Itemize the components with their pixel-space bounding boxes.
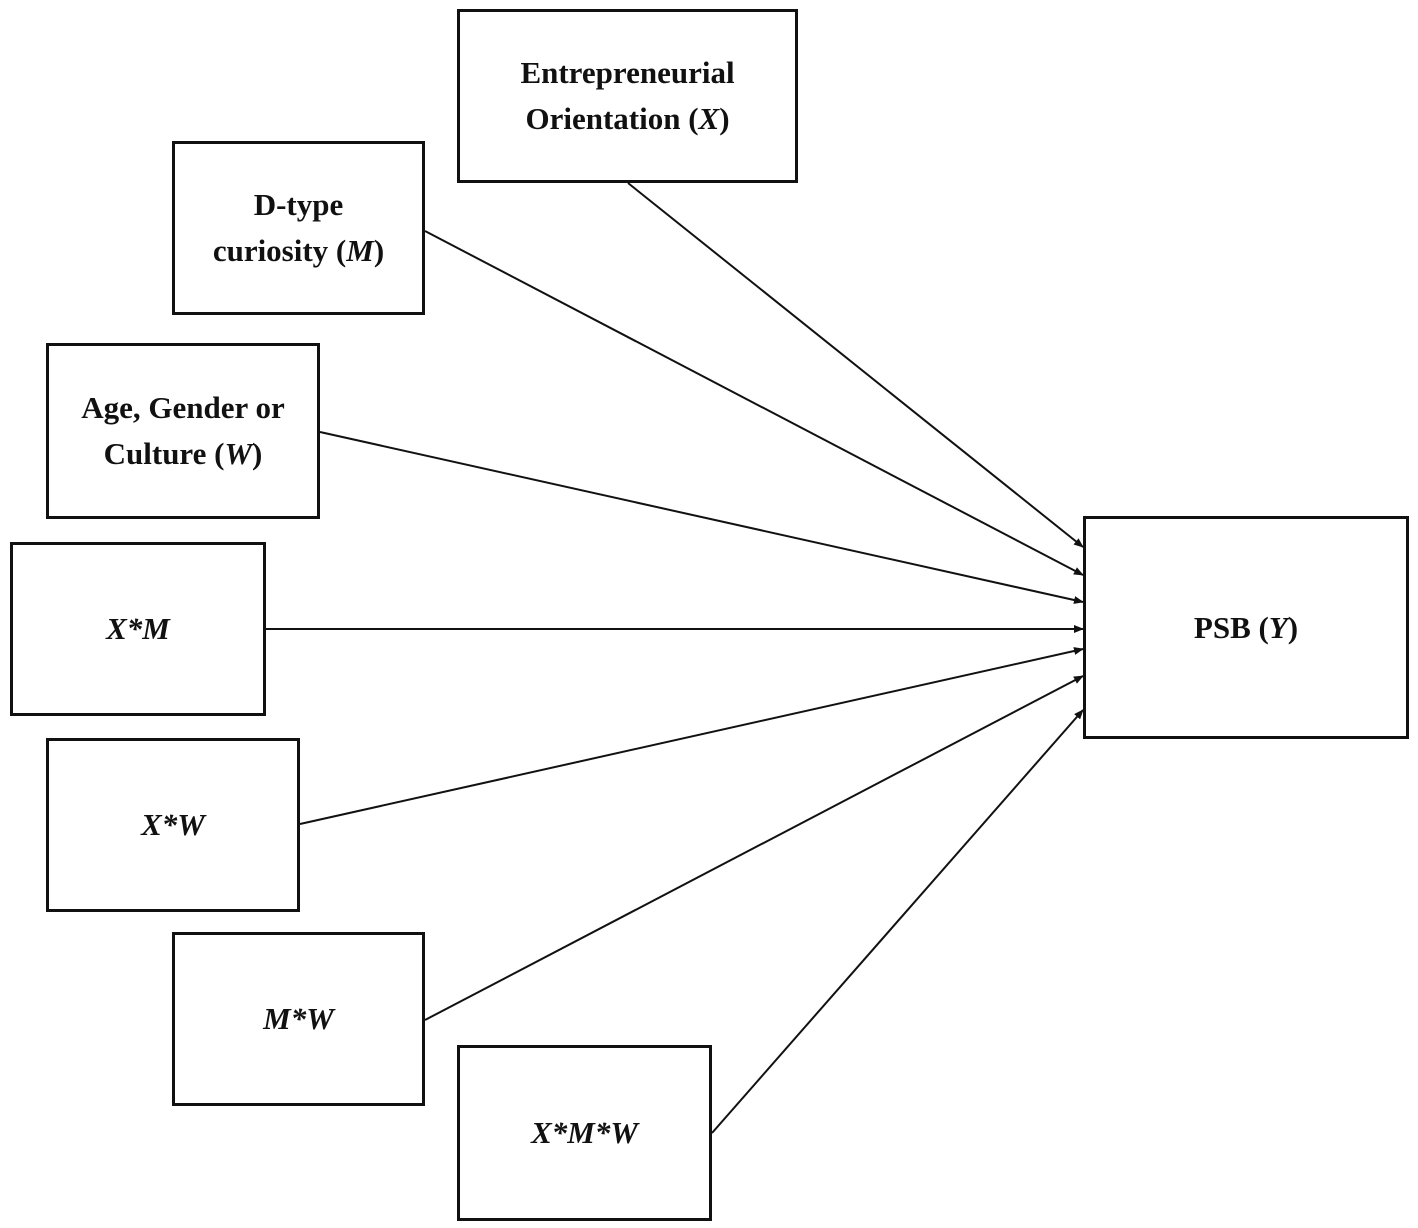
x-times-m-times-w-box: X*M*W: [457, 1045, 712, 1221]
node-w-line2-post: ): [252, 436, 263, 471]
entrepreneurial-orientation-box: Entrepreneurial Orientation (X): [457, 9, 798, 183]
node-x-line1: Entrepreneurial: [520, 55, 735, 90]
arrow-mw-to-y: [424, 675, 1084, 1021]
node-y-post: ): [1287, 609, 1299, 645]
age-gender-culture-box: Age, Gender or Culture (W): [46, 343, 320, 519]
node-x-line2-pre: Orientation (: [525, 101, 699, 136]
node-m-line2-post: ): [373, 233, 385, 268]
node-m-line2-pre: curiosity (: [212, 233, 347, 268]
arrow-w-to-y: [319, 431, 1084, 604]
arrow-x-to-y: [627, 182, 1084, 548]
node-y-var: Y: [1268, 609, 1288, 645]
x-times-w-box: X*W: [46, 738, 300, 912]
d-type-curiosity-box: D-type curiosity (M): [172, 141, 425, 315]
m-times-w-box: M*W: [172, 932, 425, 1106]
node-y-pre: PSB (: [1193, 609, 1269, 645]
node-w-line2-pre: Culture (: [103, 436, 225, 471]
arrow-xmw-to-y: [711, 709, 1084, 1134]
node-w-line1: Age, Gender or: [81, 390, 285, 425]
node-x-var: X: [698, 101, 720, 136]
node-xmw-label: X*M*W: [531, 1115, 638, 1150]
node-mw-label: M*W: [263, 1001, 334, 1036]
psb-outcome-box: PSB (Y): [1083, 516, 1409, 739]
node-x-line2-post: ): [719, 101, 730, 136]
arrow-m-to-y: [424, 230, 1084, 576]
node-m-var: M: [346, 233, 374, 268]
node-xw-label: X*W: [141, 807, 205, 842]
node-xm-label: X*M: [106, 611, 170, 646]
node-m-line1: D-type: [253, 187, 344, 222]
arrow-xw-to-y: [299, 647, 1084, 825]
x-times-m-box: X*M: [10, 542, 266, 716]
node-w-var: W: [224, 436, 253, 471]
